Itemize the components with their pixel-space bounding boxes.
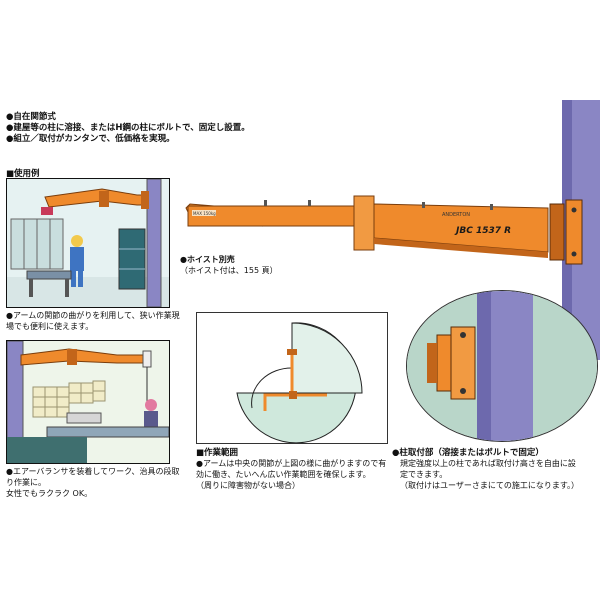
- mounting-heading: ●柱取付部（溶接またはボルトで固定）: [392, 448, 544, 458]
- feature-list: ●自在関節式 ●建屋等の柱に溶接、またはH鋼の柱にボルトで、固定し設置。 ●組立…: [6, 112, 250, 145]
- usage-illustration-2: [6, 340, 170, 464]
- arm-model-label: JBC 1537 R: [454, 226, 511, 236]
- desc-line: 規定強度以上の柱であれば取付け高さを自由に設: [400, 459, 576, 468]
- work-range-desc: ●アームは中央の関節が上図の様に曲がりますので有 効に働き、たいへん広い作業範囲…: [196, 458, 386, 491]
- desc-line: （取付けはユーザーさまにての施工になります。）: [400, 481, 580, 490]
- work-range-heading: ■作業範囲: [196, 448, 239, 458]
- arm-tag: MAX 150kg: [193, 211, 216, 216]
- arm-brand: ANDERTON: [442, 212, 470, 218]
- mounting-detail: [406, 290, 598, 442]
- desc-line: 定できます。: [400, 470, 448, 479]
- caption-line: ●エアーバランサを装着してワーク、治具の段取: [6, 467, 180, 476]
- hoist-title: ●ホイスト別売: [180, 255, 235, 264]
- caption-line: 場でも便利に使えます。: [6, 322, 94, 331]
- work-range-diagram: [196, 312, 388, 444]
- desc-line: （周りに障害物がない場合）: [196, 481, 300, 490]
- feature-item: ●自在関節式: [6, 112, 56, 122]
- caption-line: 女性でもラクラク OK。: [6, 489, 93, 498]
- desc-line: ●アームは中央の関節が上図の様に曲がりますので有: [196, 459, 387, 468]
- desc-line: 効に働き、たいへん広い作業範囲を確保します。: [196, 470, 371, 479]
- feature-item: ●組立／取付がカンタンで、低価格を実現。: [6, 134, 175, 144]
- usage-illustration-1: [6, 178, 170, 308]
- caption-line: ●アームの関節の曲がりを利用して、狭い作業現: [6, 311, 180, 320]
- hoist-note: ●ホイスト別売 （ホイスト付は、155 頁）: [180, 254, 278, 276]
- caption-line: り作業に。: [6, 478, 46, 487]
- feature-item: ●建屋等の柱に溶接、またはH鋼の柱にボルトで、固定し設置。: [6, 123, 250, 133]
- product-arm-illustration: MAX 150kg ANDERTON JBC 1537 R: [185, 100, 600, 360]
- usage-caption-2: ●エアーバランサを装着してワーク、治具の段取 り作業に。 女性でもラクラク OK…: [6, 466, 179, 499]
- hoist-note-text: （ホイスト付は、155 頁）: [180, 266, 278, 275]
- usage-caption-1: ●アームの関節の曲がりを利用して、狭い作業現 場でも便利に使えます。: [6, 310, 180, 332]
- mounting-desc: 規定強度以上の柱であれば取付け高さを自由に設 定できます。 （取付けはユーザーさ…: [400, 458, 579, 491]
- usage-heading: ■使用例: [6, 169, 40, 179]
